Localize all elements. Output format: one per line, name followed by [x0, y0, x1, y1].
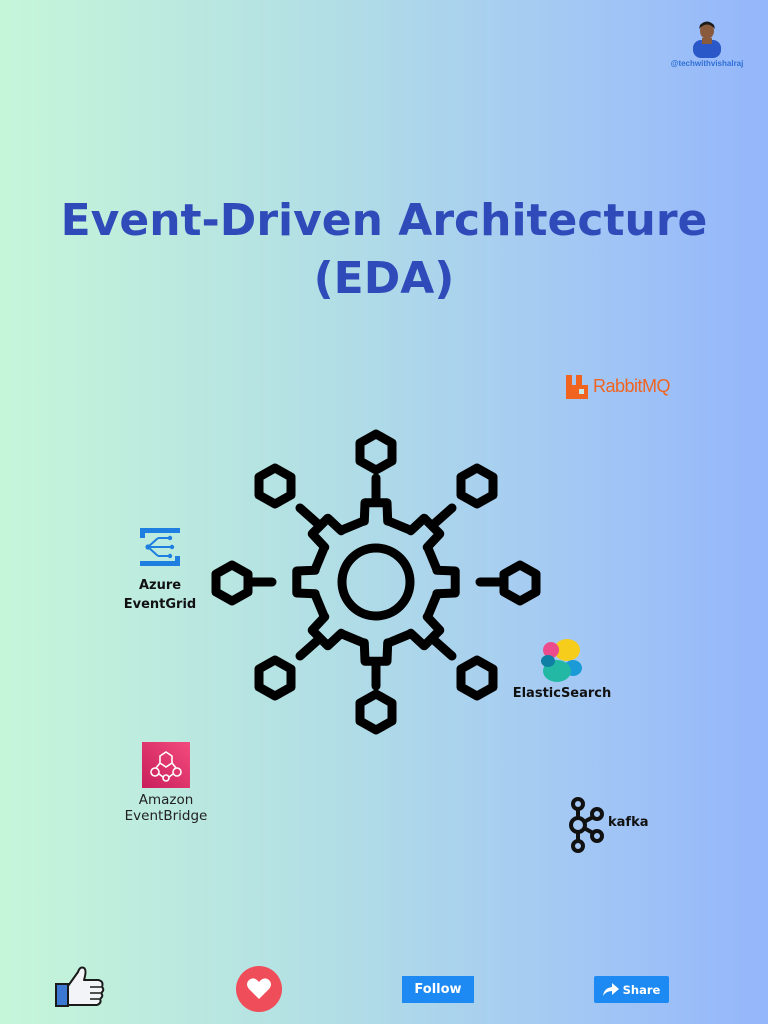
- kafka-logo: kafka: [564, 794, 664, 854]
- amazon-label-line-1: Amazon: [138, 792, 194, 808]
- share-label: Share: [622, 982, 661, 997]
- love-button[interactable]: [236, 966, 282, 1012]
- amazon-label: Amazon EventBridge: [110, 792, 222, 824]
- title-line-2: (EDA): [313, 253, 455, 304]
- like-button[interactable]: [54, 964, 106, 1010]
- amazon-eventbridge-logo: Amazon EventBridge: [110, 742, 222, 824]
- share-button[interactable]: Share: [594, 976, 669, 1003]
- azure-eventgrid-icon: [140, 528, 180, 566]
- author-avatar: [687, 18, 727, 58]
- amazon-label-line-2: EventBridge: [124, 808, 208, 824]
- follow-button[interactable]: Follow: [402, 976, 474, 1003]
- gear-network-icon: [211, 429, 541, 735]
- elasticsearch-logo: ElasticSearch: [502, 636, 622, 701]
- rabbitmq-logo: RabbitMQ: [562, 372, 678, 402]
- kafka-icon: [569, 797, 604, 853]
- follow-label: Follow: [414, 982, 462, 997]
- thumbs-up-icon: [55, 966, 105, 1007]
- share-arrow-icon: [602, 983, 619, 996]
- heart-icon: [247, 978, 271, 999]
- rabbitmq-label: RabbitMQ: [593, 376, 671, 396]
- azure-label-line-1: Azure: [138, 578, 182, 593]
- elasticsearch-label: ElasticSearch: [512, 686, 612, 701]
- amazon-eventbridge-icon: [142, 742, 190, 788]
- page-title: Event-Driven Architecture (EDA): [0, 192, 768, 308]
- title-line-1: Event-Driven Architecture: [60, 195, 708, 246]
- author-badge[interactable]: @techwithvishalraj: [660, 18, 754, 68]
- elasticsearch-icon: [541, 639, 582, 682]
- azure-eventgrid-logo: Azure EventGrid: [108, 526, 212, 614]
- azure-label-line-2: EventGrid: [123, 597, 197, 612]
- rabbitmq-icon: [566, 375, 588, 399]
- author-handle: @techwithvishalraj: [670, 59, 744, 68]
- kafka-label: kafka: [608, 815, 649, 830]
